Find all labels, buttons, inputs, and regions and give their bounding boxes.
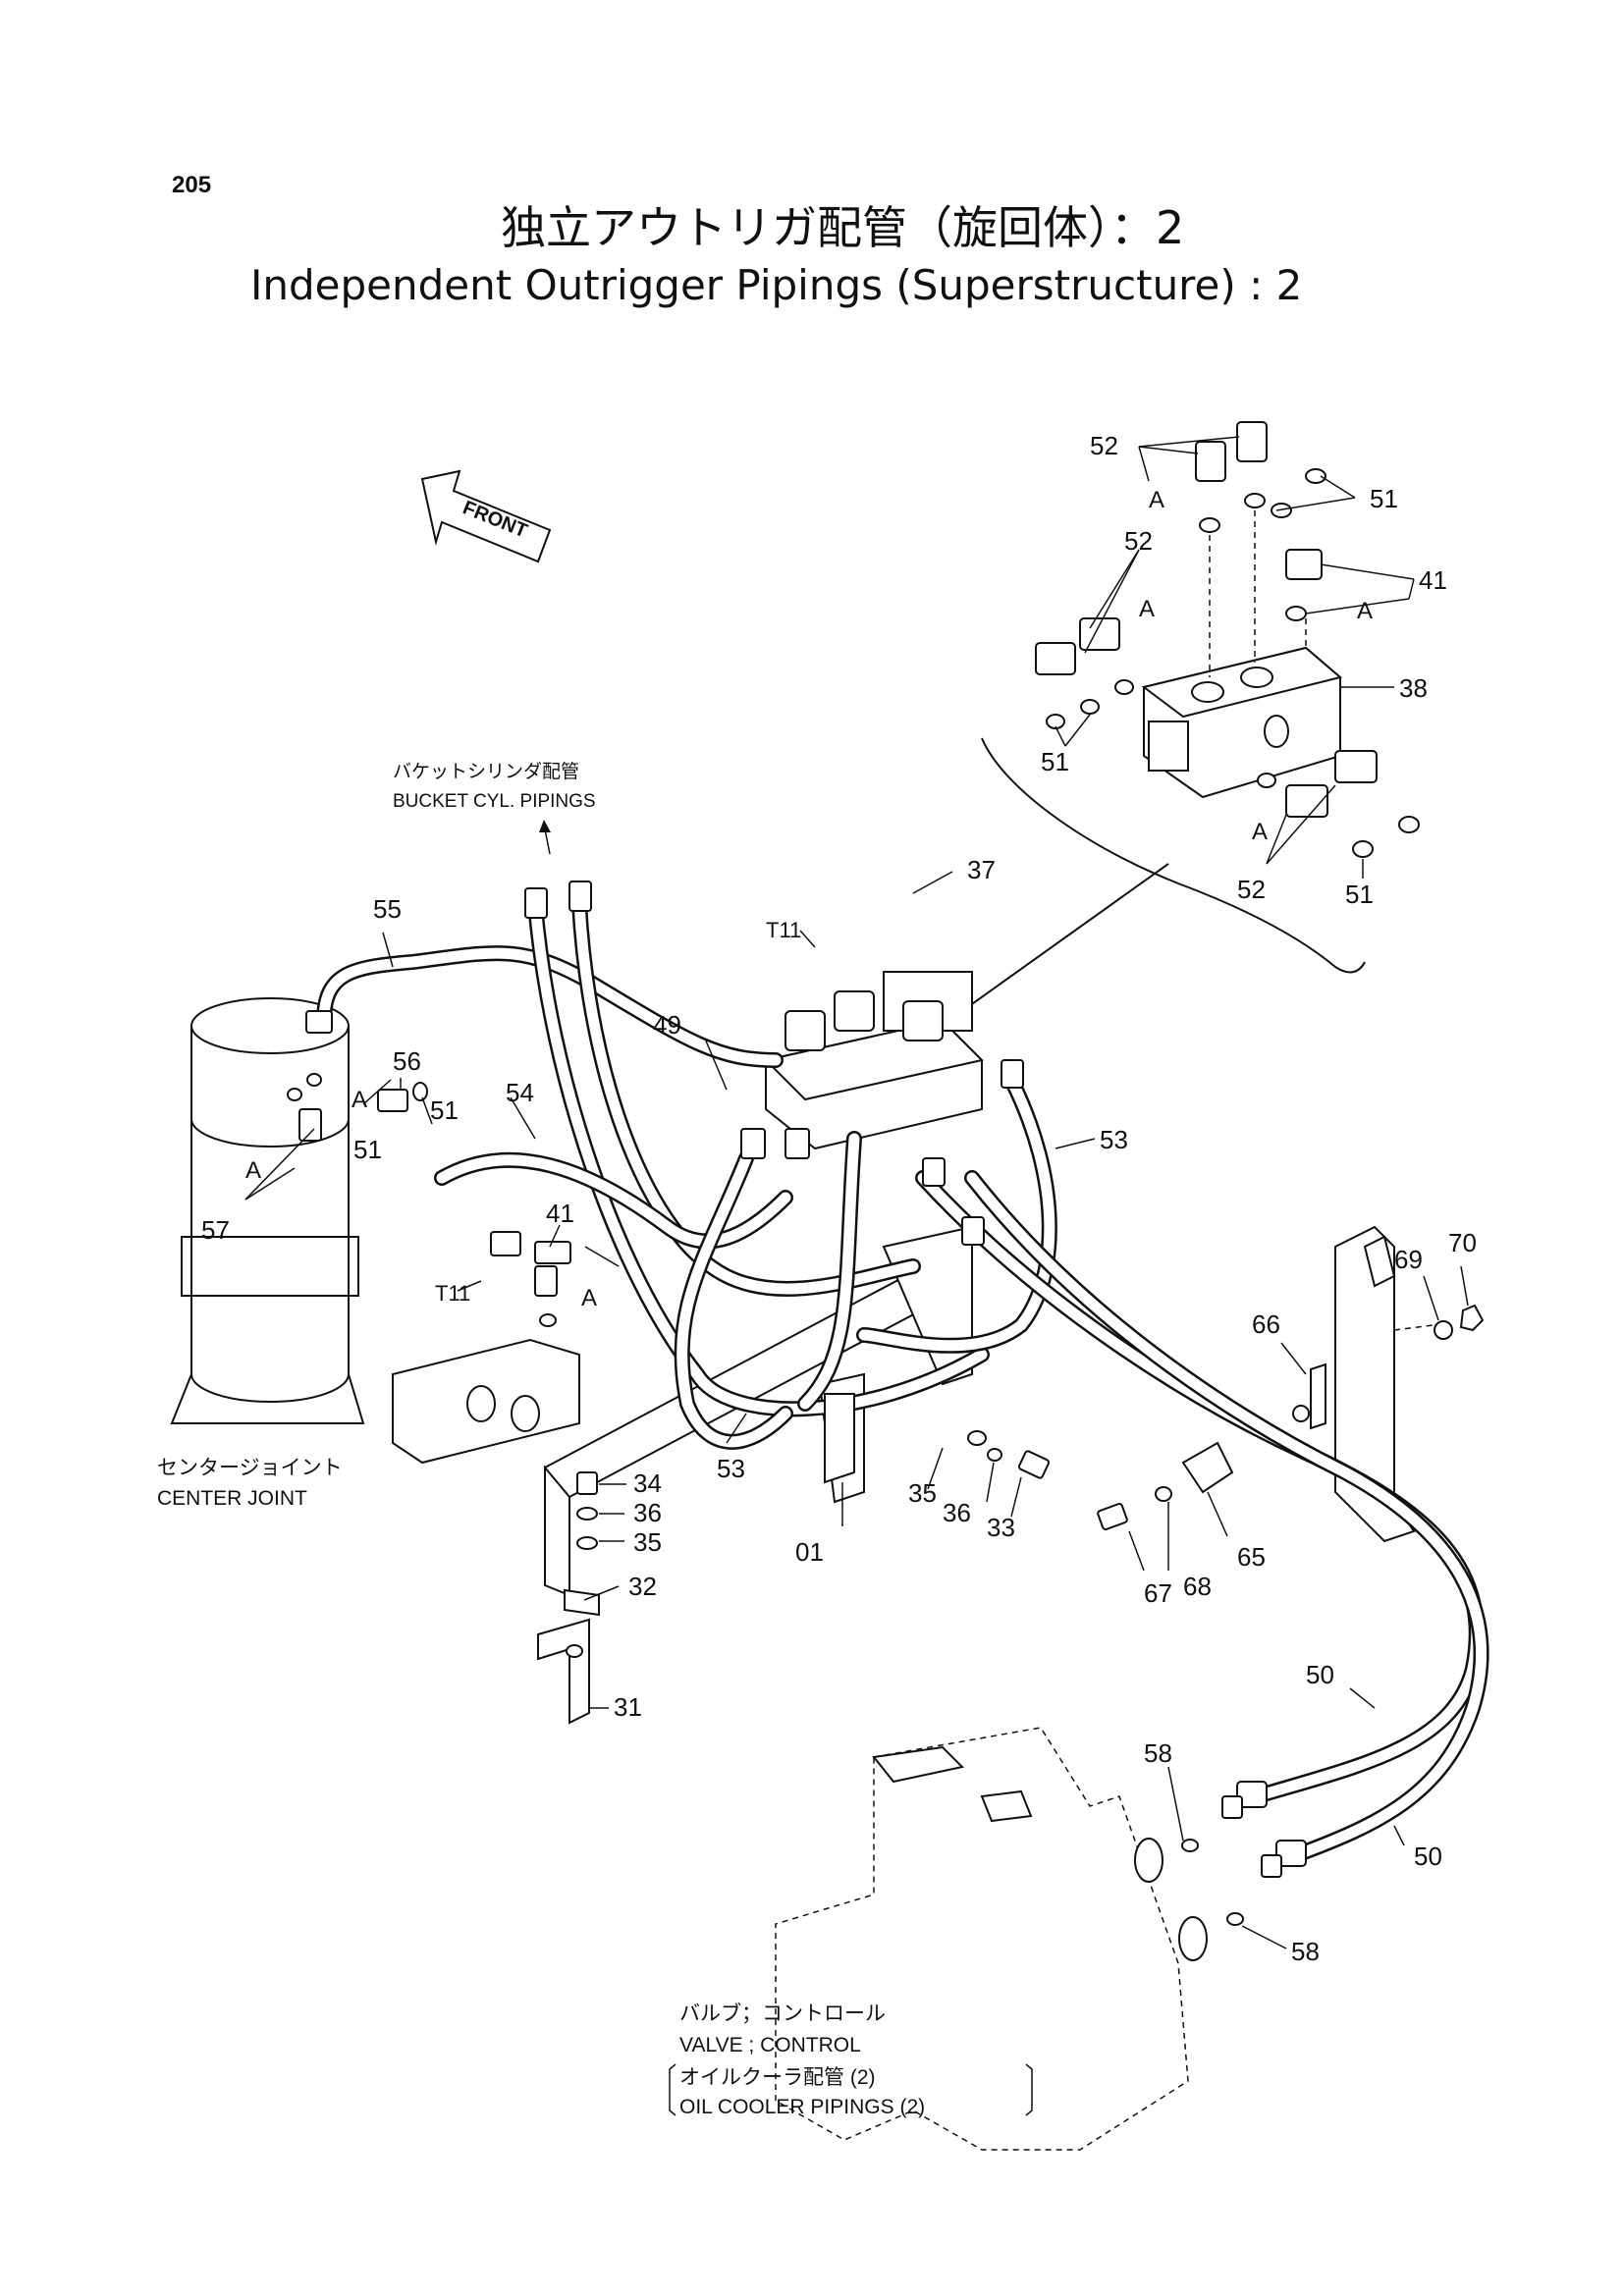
- center-joint: [170, 997, 365, 1424]
- cooler-label-en: OIL COOLER PIPINGS (2): [679, 2096, 925, 2118]
- page-number: 205: [172, 172, 211, 198]
- inset-leader: [961, 863, 1169, 1012]
- inset-outline: [981, 737, 1366, 974]
- callout-a: A: [581, 1285, 597, 1311]
- callout-a: A: [1357, 598, 1373, 624]
- front-arrow-label: FRONT: [460, 497, 530, 542]
- callout-58: 58: [1144, 1738, 1172, 1768]
- callout-a: A: [1252, 819, 1268, 845]
- callout-a: A: [1139, 596, 1155, 622]
- callout-51: 51: [430, 1095, 459, 1125]
- callout-a: A: [352, 1087, 367, 1113]
- callout-51: 51: [1345, 880, 1374, 909]
- callout-51: 51: [1041, 747, 1069, 776]
- callout-68: 68: [1183, 1572, 1212, 1601]
- callout-50: 50: [1414, 1842, 1442, 1871]
- callout-41: 41: [546, 1199, 574, 1228]
- callout-58: 58: [1291, 1937, 1320, 1966]
- inset-fittings: [1035, 421, 1420, 858]
- hose-lines: [316, 895, 1489, 1863]
- callout-52: 52: [1237, 875, 1266, 904]
- callout-51: 51: [353, 1135, 382, 1164]
- callout-32: 32: [628, 1572, 657, 1601]
- right-bracket: [1334, 1225, 1485, 1543]
- callout-01: 01: [795, 1537, 824, 1567]
- bucket-piping-label-en: BUCKET CYL. PIPINGS: [393, 791, 596, 812]
- callout-56: 56: [393, 1046, 421, 1076]
- callout-41: 41: [1419, 565, 1447, 595]
- cooler-bracket-left: [669, 2063, 676, 2116]
- callout-36: 36: [943, 1498, 971, 1527]
- callout-t11: T11: [766, 918, 801, 942]
- inset-valve-block-38: [1141, 646, 1343, 799]
- callout-a: A: [1149, 487, 1164, 513]
- front-arrow-icon: FRONT: [420, 469, 552, 563]
- callout-67: 67: [1144, 1578, 1172, 1608]
- center-joint-label-jp: センタージョイント: [157, 1457, 343, 1479]
- callout-38: 38: [1399, 673, 1428, 703]
- callout-33: 33: [987, 1513, 1015, 1542]
- center-control-valve: [764, 971, 984, 1150]
- callout-leaders: [244, 871, 1469, 1949]
- callout-65: 65: [1237, 1542, 1266, 1572]
- callout-36: 36: [633, 1498, 662, 1527]
- callout-55: 55: [373, 894, 402, 924]
- title-english: Independent Outrigger Pipings (Superstru…: [250, 261, 1302, 309]
- callout-52: 52: [1124, 526, 1153, 556]
- callout-51: 51: [1370, 484, 1398, 513]
- callout-34: 34: [633, 1468, 662, 1498]
- callout-50: 50: [1306, 1660, 1334, 1689]
- callout-53: 53: [1100, 1125, 1128, 1154]
- callout-35: 35: [908, 1478, 937, 1508]
- callout-31: 31: [614, 1692, 642, 1722]
- callout-53: 53: [717, 1454, 745, 1483]
- callout-57: 57: [201, 1215, 230, 1245]
- title-japanese: 独立アウトリガ配管（旋回体）：2: [501, 201, 1184, 254]
- flange-fittings: [1134, 1838, 1244, 1961]
- callout-70: 70: [1448, 1228, 1477, 1257]
- bucket-arrow: [544, 828, 551, 855]
- arrow-up-icon: [539, 820, 551, 832]
- callout-t11: T11: [435, 1281, 470, 1306]
- cooler-bracket-right: [1025, 2063, 1033, 2116]
- callout-37: 37: [967, 855, 996, 884]
- center-joint-label-en: CENTER JOINT: [157, 1487, 307, 1510]
- cooler-label-jp: オイルクーラ配管 (2): [679, 2066, 876, 2089]
- valve-label-jp: バルブ；コントロール: [679, 2002, 886, 2025]
- callout-54: 54: [506, 1078, 534, 1107]
- callout-a: A: [245, 1157, 261, 1184]
- bottom-control-valve: [775, 1727, 1189, 2151]
- callout-66: 66: [1252, 1309, 1280, 1339]
- bolts-and-washers: [537, 1362, 1326, 1725]
- small-fittings-left: [287, 1073, 580, 1465]
- inset-leaders: [1055, 436, 1415, 879]
- callout-49: 49: [653, 1010, 681, 1040]
- callout-35: 35: [633, 1527, 662, 1557]
- callout-69: 69: [1394, 1245, 1423, 1274]
- callout-52: 52: [1090, 431, 1118, 460]
- valve-label-en: VALVE ; CONTROL: [679, 2034, 861, 2056]
- bucket-piping-label-jp: バケットシリンダ配管: [393, 761, 579, 782]
- hose-fittings: [305, 881, 1307, 1878]
